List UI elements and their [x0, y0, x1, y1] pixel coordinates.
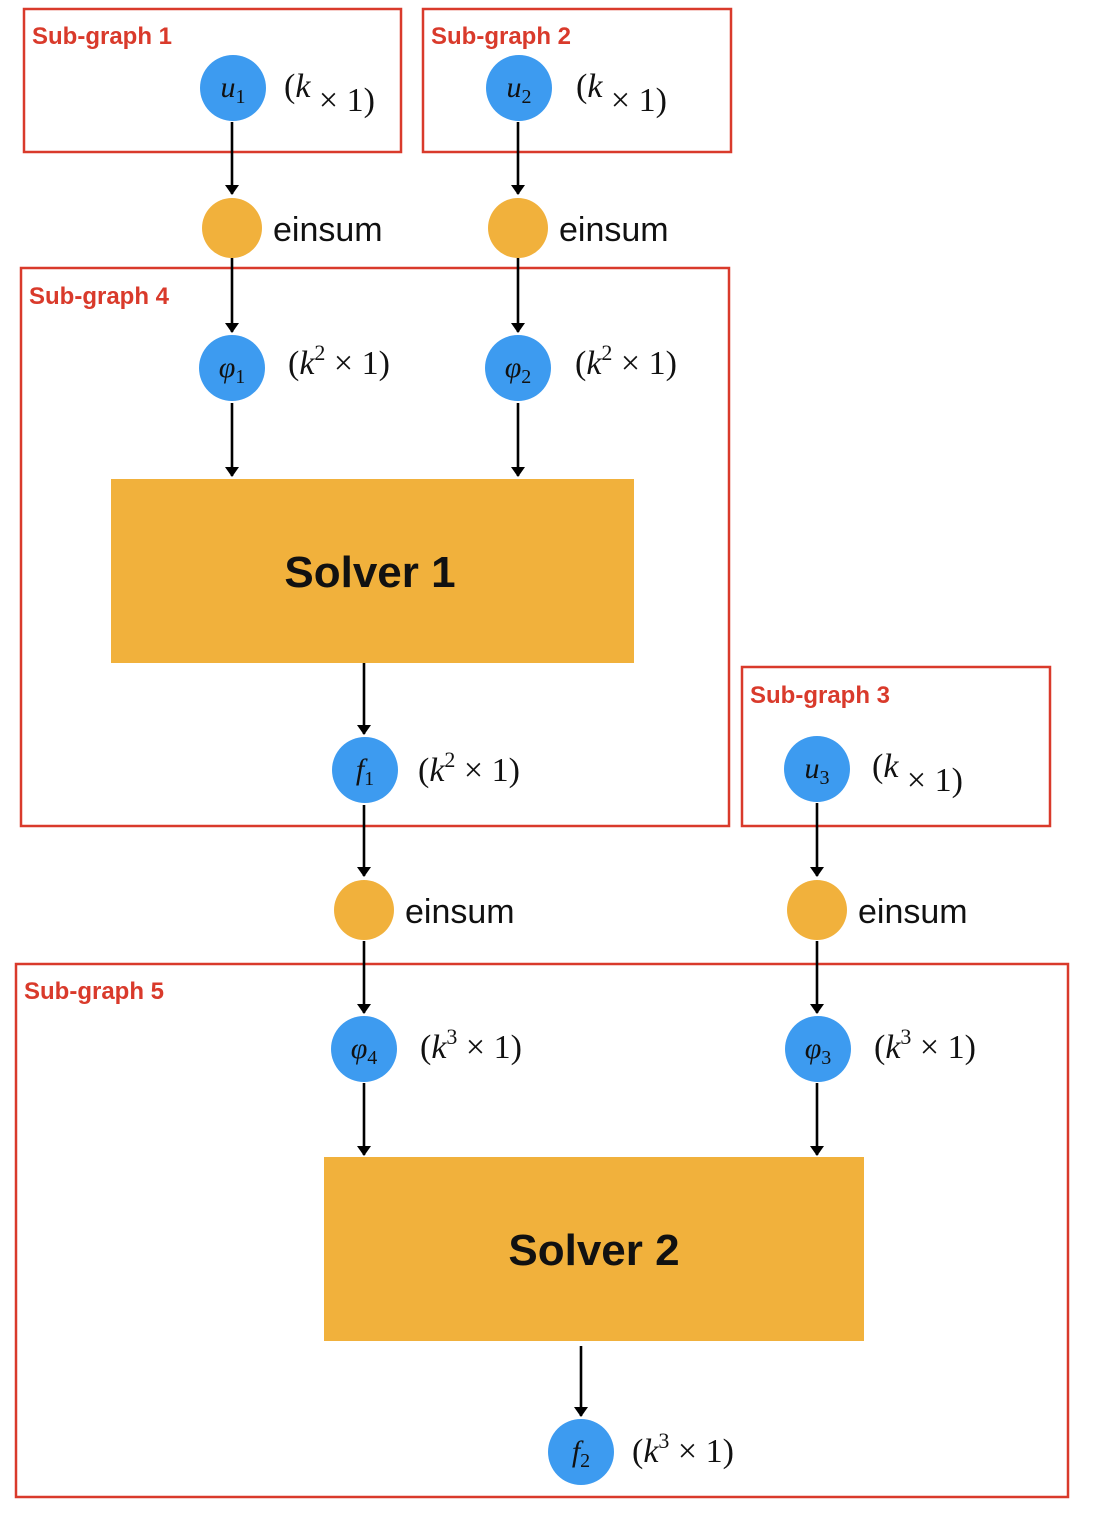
subgraph-1: Sub-graph 1 — [22, 7, 403, 154]
phi2-symbol: φ2 — [505, 351, 532, 388]
subgraph-1-label: Sub-graph 1 — [32, 23, 172, 50]
variable-node-f2: f2 (k3 × 1) — [548, 1419, 734, 1485]
einsum-1-circle — [202, 198, 262, 258]
variable-node-u3: u3 (k × 1) — [784, 736, 963, 802]
variable-node-u1: u1 (k × 1) — [200, 55, 375, 121]
phi4-circle — [331, 1016, 397, 1082]
einsum-4-label: einsum — [858, 893, 968, 931]
f1-dimension: (k2 × 1) — [418, 747, 520, 789]
solver-1: Solver 1 — [111, 479, 634, 663]
subgraph-4-label: Sub-graph 4 — [29, 283, 170, 310]
subgraph-2-border — [421, 7, 733, 154]
subgraph-5: Sub-graph 5 — [14, 962, 1070, 1499]
u2-symbol: u2 — [507, 71, 532, 108]
variable-node-phi4: φ4 (k3 × 1) — [331, 1016, 522, 1082]
einsum-2-circle — [488, 198, 548, 258]
variable-node-f1: f1 (k2 × 1) — [332, 737, 520, 803]
variable-node-phi2: φ2 (k2 × 1) — [485, 335, 677, 401]
f1-circle — [332, 737, 398, 803]
phi3-symbol: φ3 — [805, 1032, 832, 1069]
subgraph-5-border — [14, 962, 1070, 1499]
operation-node-einsum-1: einsum — [202, 198, 383, 258]
variable-node-phi3: φ3 (k3 × 1) — [785, 1016, 976, 1082]
subgraph-1-border — [22, 7, 403, 154]
edges — [225, 122, 824, 1417]
phi4-symbol: φ4 — [351, 1032, 378, 1069]
operation-node-einsum-4: einsum — [787, 880, 968, 940]
u3-symbol: u3 — [805, 752, 830, 789]
subgraph-3-label: Sub-graph 3 — [750, 682, 890, 709]
subgraph-4-border — [19, 266, 731, 828]
phi1-dimension: (k2 × 1) — [288, 340, 390, 382]
phi2-circle — [485, 335, 551, 401]
f2-dimension: (k3 × 1) — [632, 1428, 734, 1470]
phi1-symbol: φ1 — [219, 351, 246, 388]
einsum-3-label: einsum — [405, 893, 515, 931]
subgraph-3-border — [740, 665, 1052, 828]
u2-circle — [486, 55, 552, 121]
solver-2: Solver 2 — [324, 1157, 864, 1341]
u2-dimension: (k × 1) — [576, 68, 667, 119]
u1-symbol: u1 — [221, 71, 246, 108]
phi1-circle — [199, 335, 265, 401]
phi2-dimension: (k2 × 1) — [575, 340, 677, 382]
phi4-dimension: (k3 × 1) — [420, 1024, 522, 1066]
subgraph-2-label: Sub-graph 2 — [431, 23, 571, 50]
variable-node-u2: u2 (k × 1) — [486, 55, 667, 121]
phi3-circle — [785, 1016, 851, 1082]
einsum-2-label: einsum — [559, 211, 669, 249]
solver-2-box — [324, 1157, 864, 1341]
subgraph-5-label: Sub-graph 5 — [24, 978, 164, 1005]
f2-circle — [548, 1419, 614, 1485]
einsum-4-circle — [787, 880, 847, 940]
einsum-3-circle — [334, 880, 394, 940]
solver-2-label: Solver 2 — [508, 1226, 679, 1275]
solver-1-box — [111, 479, 634, 663]
solver-1-label: Solver 1 — [284, 548, 455, 597]
u1-circle — [200, 55, 266, 121]
subgraph-3: Sub-graph 3 — [740, 665, 1052, 828]
u3-dimension: (k × 1) — [872, 748, 963, 799]
phi3-dimension: (k3 × 1) — [874, 1024, 976, 1066]
subgraph-4: Sub-graph 4 — [19, 266, 731, 828]
subgraph-2: Sub-graph 2 — [421, 7, 733, 154]
operation-node-einsum-3: einsum — [334, 880, 515, 940]
u3-circle — [784, 736, 850, 802]
operation-node-einsum-2: einsum — [488, 198, 669, 258]
einsum-1-label: einsum — [273, 211, 383, 249]
u1-dimension: (k × 1) — [284, 68, 375, 119]
variable-node-phi1: φ1 (k2 × 1) — [199, 335, 390, 401]
